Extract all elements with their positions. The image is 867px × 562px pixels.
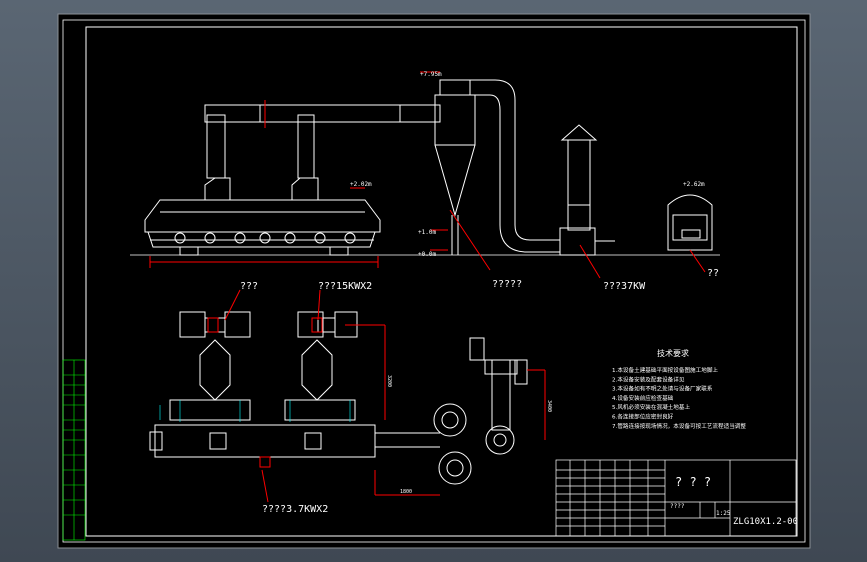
label-top-mid: ???15KWX2 (318, 281, 372, 292)
label-right-unit: ?? (707, 268, 719, 279)
centerlines (159, 400, 351, 422)
elevation-4: +0.0m (418, 251, 436, 258)
left-margin-table (62, 359, 86, 541)
elevation-accents (149, 71, 706, 279)
note-item: 6.各连接部位应密封良好 (612, 413, 674, 421)
dimension-2: 3400 (546, 400, 552, 412)
note-item: 1.本设备土建基础平面按设备图施工地脚上 (612, 366, 718, 374)
title-block-name: ? ? ? (675, 475, 711, 489)
label-bottom: ????3.7KWX2 (262, 504, 328, 515)
note-item: 4.设备安装前应检查基础 (612, 394, 674, 402)
notes-title: 技术要求 (657, 348, 689, 358)
drawing-sheet (57, 13, 811, 549)
title-block (555, 459, 797, 537)
elevation-2: +2.02m (350, 181, 372, 188)
title-block-scale: 1:25 (716, 510, 731, 517)
sheet-border-outer (62, 19, 806, 543)
elevation-5: +2.62m (683, 181, 705, 188)
title-block-drawing-no: ZLG10X1.2-00 (733, 517, 798, 527)
sheet-border-inner (85, 26, 798, 537)
dimension-3: 1800 (400, 489, 412, 495)
note-item: 7.管路连接按现场情况，本设备可按工艺流程适当调整 (612, 422, 746, 430)
label-fan: ???37KW (603, 281, 646, 292)
note-item: 3.本设备如有不明之处请与设备厂家联系 (612, 385, 713, 393)
title-block-sub: ???? (670, 503, 685, 510)
note-item: 5.风机必须安装在混凝土地基上 (612, 403, 690, 411)
label-cyclone: ????? (492, 279, 522, 290)
plan-accents (207, 289, 546, 503)
elevation-3: +1.0m (418, 229, 436, 236)
elevation-1: +7.95m (420, 71, 442, 78)
note-item: 2.本设备安装及配套设备详见 (612, 375, 685, 383)
label-top-left: ??? (240, 281, 258, 292)
dimension-1: 3200 (386, 375, 392, 387)
